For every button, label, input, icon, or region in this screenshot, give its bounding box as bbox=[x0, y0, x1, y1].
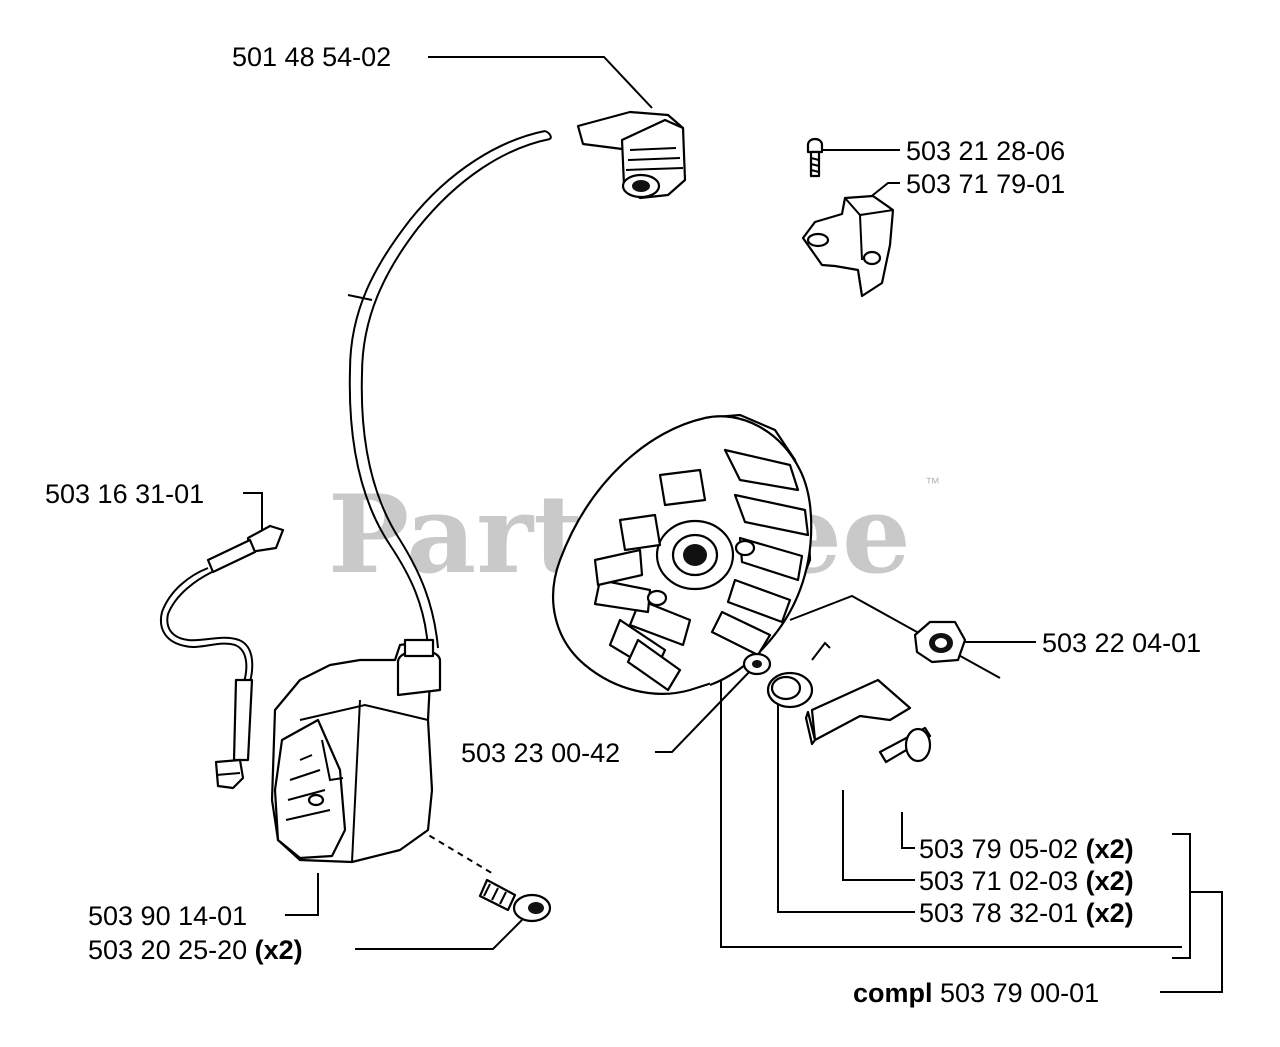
ignition-module bbox=[270, 638, 442, 864]
label-spring: 503 78 32-01 (x2) bbox=[919, 898, 1134, 928]
flywheel bbox=[552, 413, 813, 695]
flywheel-hardware bbox=[742, 620, 967, 764]
label-flywheel-complete: compl 503 79 00-01 bbox=[853, 978, 1099, 1008]
label-screw-top: 503 21 28-06 bbox=[906, 136, 1065, 166]
label-bracket: 503 71 79-01 bbox=[906, 169, 1065, 199]
label-pawl: 503 71 02-03 (x2) bbox=[919, 866, 1134, 896]
label-nut: 503 22 04-01 bbox=[1042, 628, 1201, 658]
ignition-lead bbox=[347, 130, 552, 649]
label-spark-plug-cap: 501 48 54-02 bbox=[232, 42, 391, 72]
label-module-screw: 503 20 25-20 (x2) bbox=[88, 935, 303, 965]
stop-bracket bbox=[801, 137, 895, 298]
label-washer: 503 23 00-42 bbox=[461, 738, 620, 768]
module-screw bbox=[478, 878, 552, 923]
label-short-circuit-cable: 503 16 31-01 bbox=[45, 479, 204, 509]
label-ignition-module: 503 90 14-01 bbox=[88, 901, 247, 931]
label-pawl-screw: 503 79 05-02 (x2) bbox=[919, 834, 1134, 864]
trademark-symbol: ™ bbox=[925, 475, 940, 492]
short-circuit-cable bbox=[160, 524, 285, 790]
part-labels: 501 48 54-02 503 21 28-06 503 71 79-01 5… bbox=[45, 42, 1201, 1008]
spark-plug-cap bbox=[576, 110, 687, 200]
